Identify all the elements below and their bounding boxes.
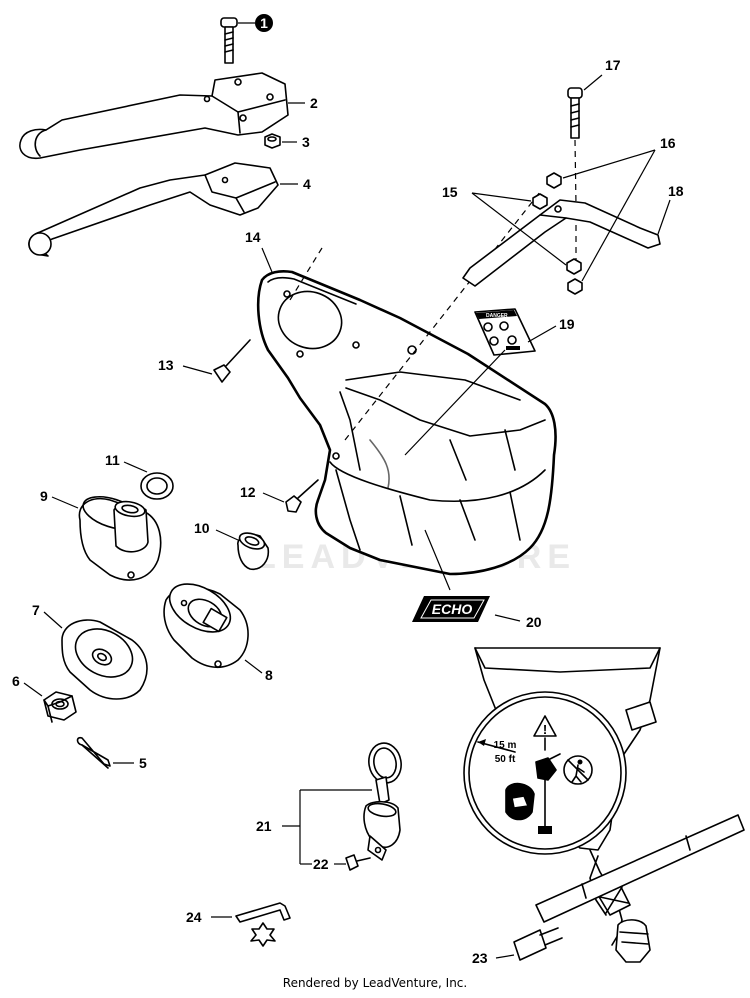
callout-12[interactable]: 12 <box>240 484 256 500</box>
svg-text:DANGER: DANGER <box>486 313 508 319</box>
part-15-nut-a[interactable] <box>532 193 548 210</box>
callout-10[interactable]: 10 <box>194 520 210 536</box>
part-18-bracket[interactable] <box>462 199 661 287</box>
callout-9[interactable]: 9 <box>40 488 48 504</box>
callout-13[interactable]: 13 <box>158 357 174 373</box>
part-19-danger-decal[interactable]: DANGER <box>474 308 536 356</box>
svg-text:ECHO: ECHO <box>432 601 473 617</box>
callout-23[interactable]: 23 <box>472 950 488 966</box>
svg-text:1: 1 <box>260 15 268 31</box>
callout-18[interactable]: 18 <box>668 183 684 199</box>
part-20-echo-decal[interactable]: ECHO <box>412 596 490 622</box>
part-3-nut[interactable] <box>264 133 281 149</box>
callout-8[interactable]: 8 <box>265 667 273 683</box>
callout-6[interactable]: 6 <box>12 673 20 689</box>
callout-21[interactable]: 21 <box>256 818 272 834</box>
warning-label: ! 15 m 50 ft <box>463 691 627 855</box>
callout-22[interactable]: 22 <box>313 856 329 872</box>
part-12-screw[interactable] <box>285 479 319 513</box>
part-16-nut-b[interactable] <box>567 278 583 295</box>
callout-17[interactable]: 17 <box>605 57 621 73</box>
callout-3[interactable]: 3 <box>302 134 310 150</box>
callout-24[interactable]: 24 <box>186 909 202 925</box>
exploded-parts-diagram: LEADVENTURE 1 2 3 4 <box>12 14 745 966</box>
callout-15[interactable]: 15 <box>442 184 458 200</box>
callout-19[interactable]: 19 <box>559 316 575 332</box>
part-2-handle[interactable] <box>19 72 289 160</box>
part-15-nut-b[interactable] <box>566 258 582 275</box>
part-17-bolt[interactable] <box>567 87 583 139</box>
callout-5[interactable]: 5 <box>139 755 147 771</box>
part-16-nut-a[interactable] <box>546 172 562 189</box>
warning-distance-imperial: 50 ft <box>495 754 516 765</box>
part-5-cotter-pin[interactable] <box>76 736 111 769</box>
callout-2[interactable]: 2 <box>310 95 318 111</box>
footer-credit: Rendered by LeadVenture, Inc. <box>282 976 468 990</box>
part-24-hex-key[interactable] <box>235 902 291 947</box>
part-7-disk[interactable] <box>61 619 148 700</box>
callout-14[interactable]: 14 <box>245 229 261 245</box>
part-22-screw[interactable] <box>345 854 371 871</box>
callout-1-badge[interactable]: 1 <box>255 14 273 32</box>
part-13-screw[interactable] <box>213 339 251 383</box>
part-21-clip[interactable] <box>363 741 404 861</box>
callout-4[interactable]: 4 <box>303 176 311 192</box>
part-8-pulley[interactable] <box>161 574 249 669</box>
callout-7[interactable]: 7 <box>32 602 40 618</box>
part-9-hub[interactable] <box>78 490 162 581</box>
part-11-washer[interactable] <box>140 472 174 500</box>
part-6-hex-nut[interactable] <box>43 691 77 723</box>
part-4-handle[interactable] <box>28 162 279 257</box>
warning-distance-metric: 15 m <box>494 740 517 751</box>
svg-text:!: ! <box>543 722 547 737</box>
part-14-guard[interactable] <box>256 269 557 576</box>
callout-20[interactable]: 20 <box>526 614 542 630</box>
callout-16[interactable]: 16 <box>660 135 676 151</box>
part-1-bolt[interactable] <box>220 17 238 64</box>
part-10-collar[interactable] <box>237 530 270 570</box>
callout-11[interactable]: 11 <box>105 452 120 468</box>
